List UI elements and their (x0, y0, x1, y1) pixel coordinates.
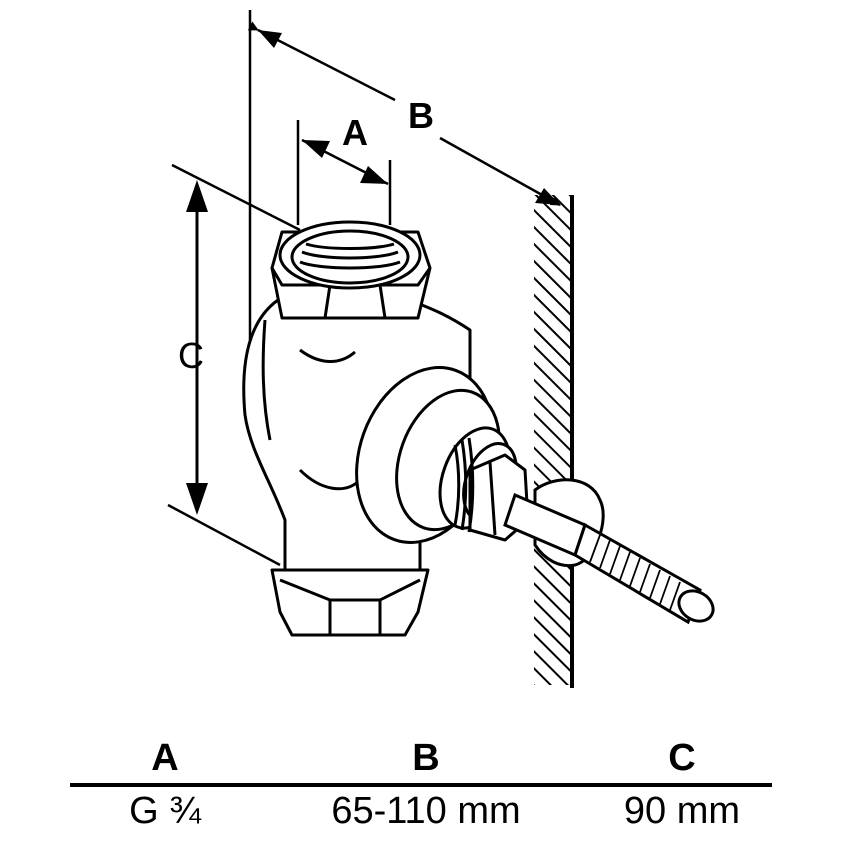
valve-body (242, 220, 530, 637)
dimension-b: B (247, 21, 561, 207)
wall (534, 195, 574, 688)
spec-header-b: B (412, 737, 440, 779)
extension-lines (167, 10, 392, 567)
spec-table-rule (70, 783, 772, 787)
dimension-spec-table: A B C G ¾ 65-110 mm 90 mm (70, 735, 772, 835)
spec-table-values: G ¾ 65-110 mm 90 mm (70, 787, 772, 835)
spindle-stem (503, 492, 715, 625)
dimension-a-label: A (342, 112, 368, 153)
spec-header-a: A (151, 737, 179, 779)
spec-value-b: 65-110 mm (331, 790, 521, 832)
dimension-a: A (301, 112, 389, 186)
dimension-b-label: B (408, 95, 434, 136)
spec-table-header: A B C (70, 735, 772, 781)
dimension-c-label: C (178, 335, 204, 376)
dimension-c: C (178, 180, 208, 515)
spec-header-c: C (668, 737, 696, 779)
spec-value-c: 90 mm (623, 790, 741, 832)
spec-value-a: G ¾ (129, 790, 201, 832)
